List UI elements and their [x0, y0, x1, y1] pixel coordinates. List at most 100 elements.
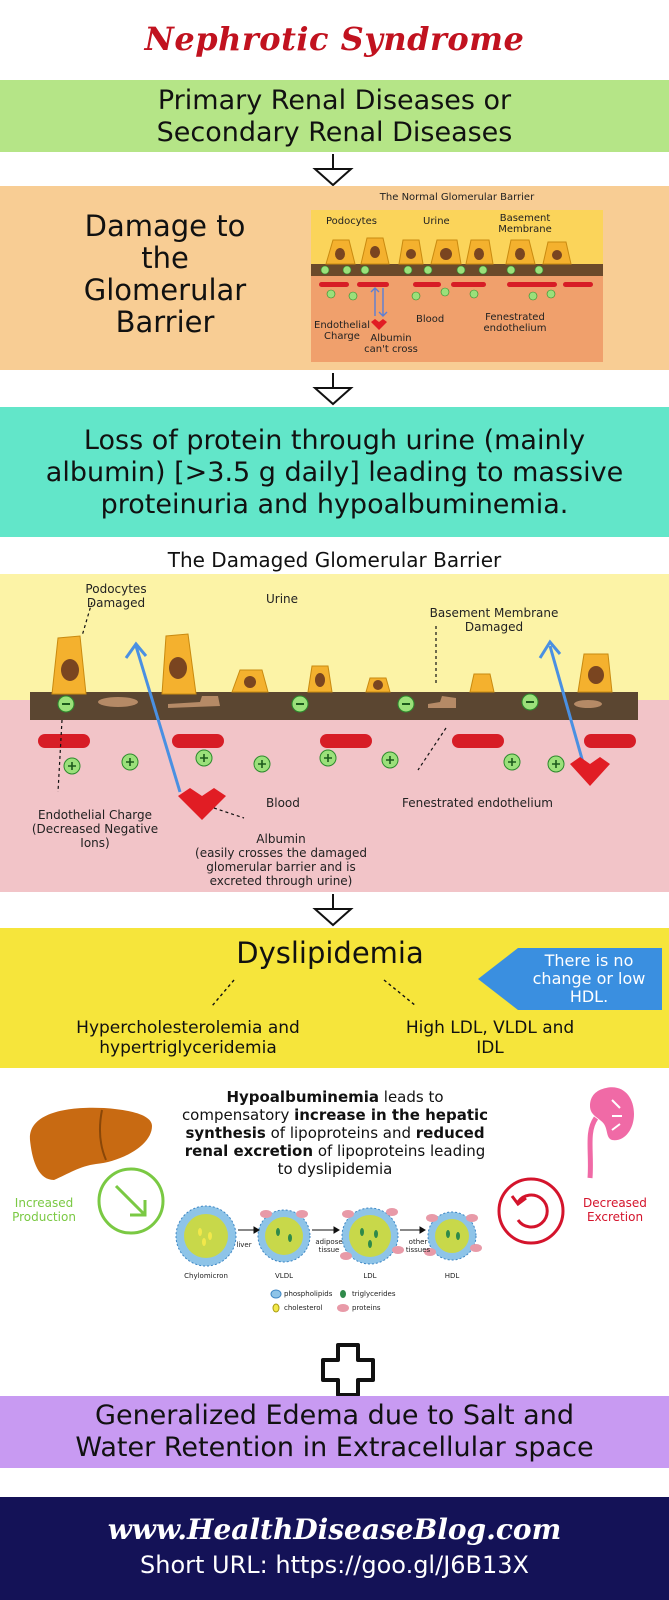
step-edema: Generalized Edema due to Salt and Water …	[0, 1396, 669, 1468]
label-line: tissues	[405, 1246, 431, 1254]
label-line: Increased	[14, 1196, 74, 1210]
label-line: Hypercholesterolemia and	[76, 1018, 300, 1038]
label-line: Basement	[499, 213, 551, 224]
label-line: Ions)	[80, 836, 110, 850]
step-primary-diseases: Primary Renal Diseases or Secondary Rena…	[0, 80, 669, 152]
step-edema-line2: Water Retention in Extracellular space	[75, 1432, 594, 1463]
bold-text: increase in the hepatic	[294, 1106, 489, 1124]
particle-label: LDL	[363, 1272, 377, 1280]
legend-triglycerides: triglycerides	[352, 1290, 396, 1298]
hdl-callout-text: There is no change or low HDL.	[516, 952, 662, 1006]
albumin-label: Albumin can't cross	[359, 333, 423, 355]
text: of lipoproteins leading	[313, 1142, 486, 1160]
normal-barrier-illustration	[311, 210, 603, 362]
label-line: tissue	[318, 1246, 340, 1254]
step-primary-line1: Primary Renal Diseases or	[157, 85, 512, 116]
damaged-barrier-blood-area	[0, 700, 669, 892]
lipoprotein-particles	[175, 1205, 482, 1267]
label-line: hypertriglyceridemia	[99, 1038, 277, 1058]
normal-barrier-diagram: The Normal Glomerular Barrier Podocytes …	[311, 192, 603, 362]
label-line: change or low	[532, 969, 646, 988]
explanation-line: to dyslipidemia	[150, 1160, 520, 1178]
hdl-callout-shape	[478, 948, 662, 1010]
legend-proteins: proteins	[352, 1304, 381, 1312]
label-line: Podocytes	[85, 582, 147, 596]
label-line: Excretion	[586, 1210, 644, 1224]
blood-label: Blood	[416, 314, 445, 325]
legend-markers-right	[337, 1290, 349, 1312]
label-line: excreted through urine)	[209, 874, 353, 888]
particle-chylomicron	[175, 1205, 237, 1267]
heading-line: Damage to	[84, 209, 246, 243]
bold-text: synthesis	[185, 1124, 266, 1142]
explanation-line: synthesis of lipoproteins and reduced	[150, 1124, 520, 1142]
normal-barrier-title: The Normal Glomerular Barrier	[379, 192, 535, 203]
text: compensatory	[181, 1106, 295, 1124]
label-line: Charge	[324, 331, 360, 342]
label-line: HDL.	[569, 987, 609, 1006]
arrow-label-adipose: adipose tissue	[312, 1238, 346, 1254]
label-line: (easily crosses the damaged	[195, 846, 367, 860]
text: of lipoproteins and	[265, 1124, 416, 1142]
label-line: Albumin	[370, 333, 412, 344]
label-line: can't cross	[364, 344, 418, 355]
damaged-barrier-title: The Damaged Glomerular Barrier	[167, 548, 502, 572]
label-line: High LDL, VLDL and	[405, 1018, 575, 1038]
dyslipidemia-pointers	[211, 979, 417, 1007]
label-line: adipose	[315, 1238, 343, 1246]
down-arrow-icon	[312, 373, 354, 406]
plus-icon	[321, 1343, 375, 1397]
dyslipidemia-right: High LDL, VLDL and IDL	[380, 1018, 600, 1058]
label-line: Membrane	[498, 224, 552, 235]
bold-text: renal excretion	[184, 1142, 314, 1160]
label-line: Damaged	[464, 620, 524, 634]
blood-label: Blood	[266, 796, 300, 810]
label-line: IDL	[476, 1038, 504, 1058]
text: leads to	[379, 1088, 444, 1106]
explanation-line: renal excretion of lipoproteins leading	[150, 1142, 520, 1160]
heading-line: Barrier	[115, 305, 215, 339]
particle-hdl	[424, 1211, 482, 1261]
legend-cholesterol: cholesterol	[284, 1304, 323, 1312]
bold-text: reduced	[415, 1124, 485, 1142]
heading-line: the	[141, 241, 189, 275]
fenestrated-label: Fenestrated endothelium	[479, 312, 551, 334]
lipoprotein-explanation: Hypoalbuminemia leads to compensatory in…	[150, 1088, 520, 1178]
label-line: Damaged	[86, 596, 146, 610]
footer-short-url[interactable]: Short URL: https://goo.gl/J6B13X	[140, 1551, 529, 1579]
arrow-label-other: other tissues	[403, 1238, 433, 1254]
particle-label: Chylomicron	[184, 1272, 228, 1280]
label-line: Endothelial Charge	[37, 808, 153, 822]
explanation-line: compensatory increase in the hepatic	[150, 1106, 520, 1124]
particle-ldl	[340, 1207, 404, 1265]
fenestrated-label: Fenestrated endothelium	[402, 796, 553, 810]
step-loss-line2: albumin) [>3.5 g daily] leading to massi…	[45, 457, 624, 488]
podocytes-damaged-label: Podocytes Damaged	[66, 582, 166, 610]
page-title: Nephrotic Syndrome Pathophysiology	[144, 20, 525, 120]
basement-damaged-label: Basement Membrane Damaged	[420, 606, 568, 634]
albumin-label: Albumin (easily crosses the damaged glom…	[194, 832, 368, 888]
particle-vldl	[257, 1209, 311, 1263]
step-protein-loss: Loss of protein through urine (mainly al…	[0, 407, 669, 537]
label-line: Decreased	[583, 1196, 647, 1210]
step-primary-line2: Secondary Renal Diseases	[156, 117, 513, 148]
decrease-cycle-icon	[497, 1177, 565, 1245]
increase-arrow-icon	[97, 1167, 165, 1235]
damaged-barrier-illustration	[30, 601, 638, 820]
arrow-label-liver: liver	[236, 1241, 252, 1249]
liver-icon	[29, 1107, 152, 1180]
down-arrow-icon	[312, 894, 354, 927]
urine-label: Urine	[266, 592, 299, 606]
increased-production-label: Increased Production	[4, 1196, 84, 1224]
bold-text: Hypoalbuminemia	[226, 1088, 380, 1106]
legend-markers-left	[270, 1289, 282, 1313]
step-damage-heading: Damage to the Glomerular Barrier	[50, 210, 280, 338]
kidney-icon	[587, 1087, 634, 1179]
dyslipidemia-heading: Dyslipidemia	[236, 936, 424, 970]
label-line: endothelium	[483, 323, 547, 334]
damaged-barrier-urine-area	[0, 574, 669, 700]
label-line: Fenestrated	[485, 312, 545, 323]
footer-site-link[interactable]: www.HealthDiseaseBlog.com	[107, 1513, 562, 1546]
endothelial-charge-label: Endothelial Charge	[311, 320, 373, 342]
step-loss-line1: Loss of protein through urine (mainly	[83, 425, 586, 456]
